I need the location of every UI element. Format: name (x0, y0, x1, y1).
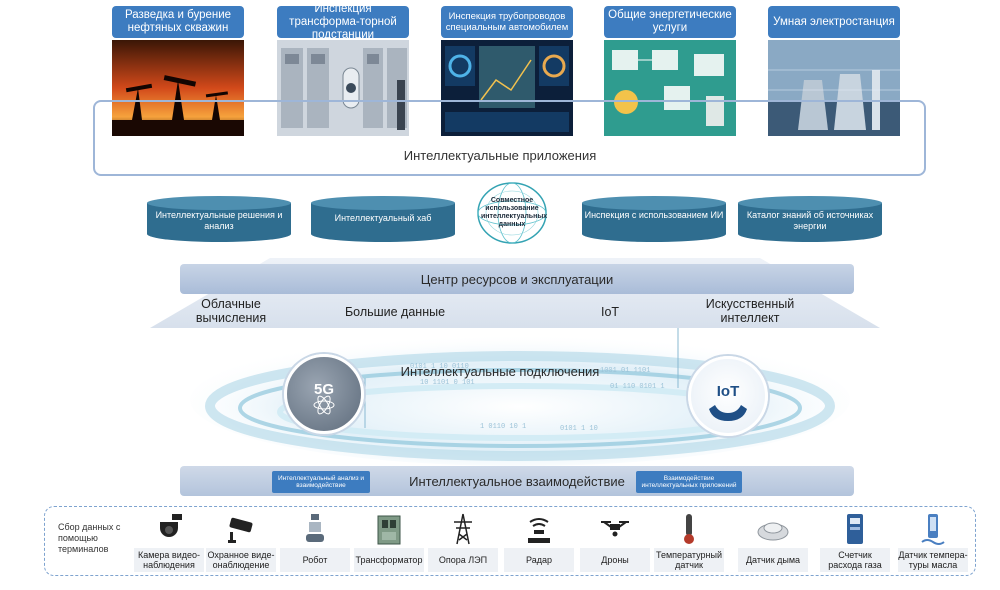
terminal-label: Опора ЛЭП (428, 548, 498, 572)
app-title: Общие энергетические услуги (604, 6, 736, 38)
terminal-label: Робот (280, 548, 350, 572)
iot-badge: IoT (688, 356, 768, 436)
power-plant-image (768, 40, 900, 136)
drone-icon (601, 521, 629, 537)
tech-bigdata: Большие данные (344, 305, 446, 319)
tag-analysis: Интеллектуальный анализ и взаимодействие (272, 471, 370, 493)
terminal-drone: Дроны (580, 510, 650, 572)
terminals-title: Сбор данных с помощью терминалов (58, 522, 121, 554)
terminal-label: Дроны (580, 548, 650, 572)
tech-ai: Искусственный интеллект (705, 297, 795, 325)
terminal-label: Счетчик расхода газа (820, 548, 890, 572)
app-title: Умная электростанция (768, 6, 900, 38)
app-card-pipeline: Инспекция трубопроводов специальным авто… (441, 6, 573, 136)
terminals-frame (44, 506, 976, 576)
power-tower-icon (454, 513, 472, 545)
app-title: Инспекция трансформа-торной подстанции (277, 3, 409, 41)
svg-text:1 0110 10 1: 1 0110 10 1 (480, 423, 526, 431)
terminal-label: Температурный датчик (654, 548, 724, 572)
tag-applications: Взаимодействие интеллектуальных приложен… (636, 471, 742, 493)
robot-icon (306, 514, 324, 542)
5g-label: 5G (313, 381, 334, 398)
tech-iot: IoT (600, 305, 620, 319)
atom-icon (313, 395, 335, 415)
cylinder-label: Инспекция с использованием ИИ (584, 210, 724, 220)
svg-text:0101 1 10 0110: 0101 1 10 0110 (410, 363, 469, 371)
terminal-label: Датчик дыма (738, 548, 808, 572)
app-title: Разведка и бурение нефтяных скважин (112, 6, 244, 38)
cylinder-label: Интеллектуальный хаб (334, 213, 432, 223)
radar-icon (528, 518, 550, 543)
dashboard-image (441, 40, 573, 136)
cylinder-hub: Интеллектуальный хаб (311, 196, 455, 242)
terminal-thermometer: Температурный датчик (654, 510, 724, 572)
svg-text:1001 01 1101: 1001 01 1101 (600, 367, 650, 375)
cylinder-ai-inspection: Инспекция с использованием ИИ (582, 196, 726, 242)
oil-sensor-icon (921, 514, 945, 545)
terminal-power-tower: Опора ЛЭП (428, 510, 498, 572)
gas-meter-icon (847, 514, 863, 544)
app-card-power-plant: Умная электростанция (768, 6, 900, 136)
center-badge-label: Совместное использование интеллектуальны… (481, 197, 548, 228)
terminal-label: Трансформатор (354, 548, 424, 572)
resource-center-bar: Центр ресурсов и эксплуатации (180, 264, 854, 294)
terminal-label: Датчик темпера-туры масла (898, 548, 968, 572)
data-sharing-badge: Совместное использование интеллектуальны… (475, 180, 549, 246)
apps-label: Интеллектуальные приложения (403, 148, 597, 163)
terminal-transformer: Трансформатор (354, 510, 424, 572)
app-card-oil: Разведка и бурение нефтяных скважин (112, 6, 244, 136)
bullet-camera-icon (228, 517, 253, 543)
cylinder-knowledge-catalog: Каталог знаний об источниках энергии (738, 196, 882, 242)
svg-text:01 110 0101 1: 01 110 0101 1 (610, 383, 665, 391)
dome-camera-icon (160, 514, 182, 537)
terminal-label: Охранное виде-онаблюдение (206, 548, 276, 572)
smoke-detector-icon (757, 522, 789, 541)
transformer-icon (377, 515, 401, 545)
5g-badge: 5G (284, 354, 364, 434)
cylinder-label: Каталог знаний об источниках энергии (746, 210, 874, 231)
substation-image (277, 40, 409, 136)
cylinder-decision-analysis: Интеллектуальные решения и анализ (147, 196, 291, 242)
app-card-substation: Инспекция трансформа-торной подстанции (277, 3, 409, 136)
svg-text:10 1101 0 101: 10 1101 0 101 (420, 379, 475, 387)
app-card-energy: Общие энергетические услуги (604, 6, 736, 136)
terminal-bullet-camera: Охранное виде-онаблюдение (206, 510, 276, 572)
iot-label: IoT (716, 383, 740, 400)
terminal-oil-sensor: Датчик темпера-туры масла (898, 510, 968, 572)
mesh-sphere-icon (477, 182, 547, 244)
terminal-gas-meter: Счетчик расхода газа (820, 510, 890, 572)
tech-cloud: Облачные вычисления (195, 297, 267, 325)
svg-text:0101 1 10: 0101 1 10 (560, 425, 598, 433)
terminal-robot: Робот (280, 510, 350, 572)
terminal-smoke-detector: Датчик дыма (738, 510, 808, 572)
terminal-label: Радар (504, 548, 574, 572)
thermometer-icon (684, 514, 694, 544)
app-title: Инспекция трубопроводов специальным авто… (441, 6, 573, 38)
hand-icon (709, 405, 747, 421)
connections-title: Интеллектуальные подключения (400, 364, 600, 379)
cylinder-label: Интеллектуальные решения и анализ (155, 210, 283, 231)
oil-rig-image (112, 40, 244, 136)
terminal-dome-camera: Камера видео-наблюдения (134, 510, 204, 572)
apps-frame (93, 100, 926, 176)
connections-ring: 0101 1 10 0110 10 1101 0 101 1001 01 1101… (190, 328, 850, 466)
energy-services-image (604, 40, 736, 136)
terminal-radar: Радар (504, 510, 574, 572)
terminal-label: Камера видео-наблюдения (134, 548, 204, 572)
